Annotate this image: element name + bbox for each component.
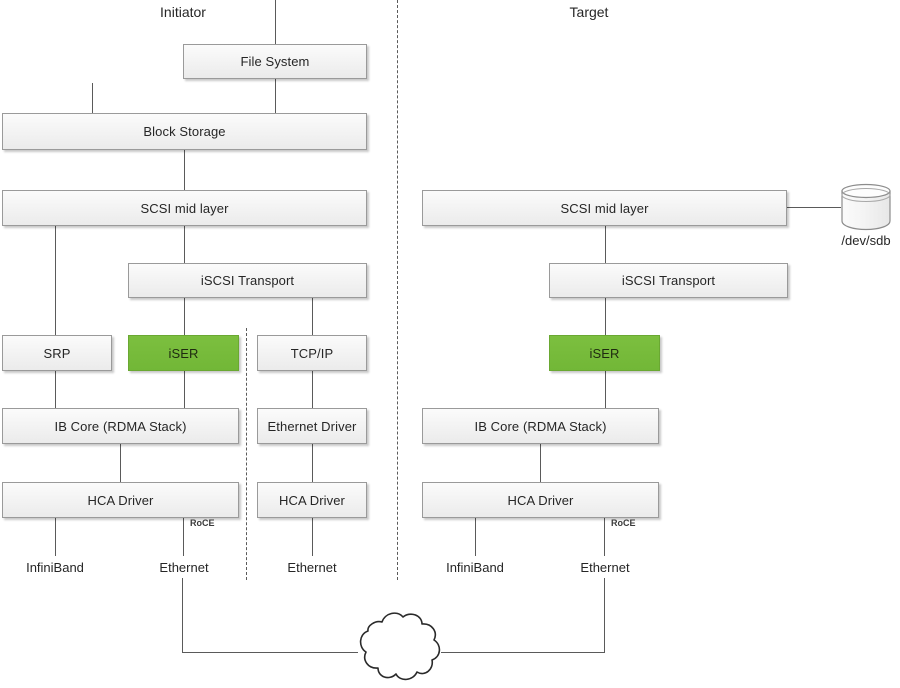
box-target-iscsi-transport[interactable]: iSCSI Transport: [549, 263, 788, 298]
box-ethernet-driver[interactable]: Ethernet Driver: [257, 408, 367, 444]
box-initiator-ib-core-label: IB Core (RDMA Stack): [54, 418, 187, 434]
box-initiator-hca-driver-ib[interactable]: HCA Driver: [2, 482, 239, 518]
box-srp-label: SRP: [43, 345, 71, 361]
connector-block-storage-to-scsi: [184, 150, 185, 190]
connector-iser-to-ib-core: [184, 371, 185, 408]
connector-cloud-to-ethernet-right: [441, 652, 605, 653]
box-initiator-hca-driver-eth[interactable]: HCA Driver: [257, 482, 367, 518]
box-target-scsi-mid-layer-label: SCSI mid layer: [560, 200, 649, 216]
connector-hca-driver-to-ethernet-roce: [183, 518, 184, 556]
rdma-tcp-divider: [246, 328, 247, 580]
connector-target-scsi-to-disk: [787, 207, 841, 208]
box-target-iser-label: iSER: [589, 345, 620, 361]
connector-target-ib-core-to-hca-driver: [540, 444, 541, 482]
box-initiator-ib-core[interactable]: IB Core (RDMA Stack): [2, 408, 239, 444]
box-target-ib-core-label: IB Core (RDMA Stack): [474, 418, 607, 434]
connector-iscsi-transport-to-iser: [184, 298, 185, 335]
connector-ethernet-driver-to-hca-driver: [312, 444, 313, 482]
disk-label: /dev/sdb: [841, 233, 891, 248]
endpoint-target-ethernet-roce: Ethernet: [580, 560, 630, 575]
endpoint-initiator-ethernet-roce: Ethernet: [159, 560, 209, 575]
endpoint-target-infiniband: InfiniBand: [446, 560, 504, 575]
box-initiator-hca-driver-eth-label: HCA Driver: [278, 492, 345, 508]
connector-target-scsi-to-iscsi-transport: [605, 226, 606, 263]
box-initiator-scsi-mid-layer-label: SCSI mid layer: [140, 200, 229, 216]
initiator-target-divider: [397, 0, 398, 580]
box-block-storage-label: Block Storage: [143, 124, 226, 139]
target-roce-annotation: RoCE: [611, 518, 636, 528]
disk-cylinder-icon: [841, 183, 891, 231]
endpoint-initiator-infiniband: InfiniBand: [26, 560, 84, 575]
connector-ethernet-down-left: [182, 578, 183, 653]
connector-tcpip-to-ethernet-driver: [312, 371, 313, 408]
box-initiator-scsi-mid-layer[interactable]: SCSI mid layer: [2, 190, 367, 226]
connector-hca-driver-to-infiniband: [55, 518, 56, 556]
box-file-system-label: File System: [240, 54, 310, 69]
connector-ethernet-down-right: [604, 578, 605, 653]
box-target-scsi-mid-layer[interactable]: SCSI mid layer: [422, 190, 787, 226]
connector-ethernet-to-cloud-left: [182, 652, 358, 653]
box-target-iscsi-transport-label: iSCSI Transport: [621, 273, 716, 288]
connector-target-iser-to-ib-core: [605, 371, 606, 408]
box-srp[interactable]: SRP: [2, 335, 112, 371]
connector-target-iscsi-transport-to-iser: [605, 298, 606, 335]
connector-top-to-file-system: [275, 0, 276, 44]
box-target-ib-core[interactable]: IB Core (RDMA Stack): [422, 408, 659, 444]
connector-scsi-to-iscsi-transport: [184, 226, 185, 263]
connector-file-system-to-block-storage: [275, 78, 276, 113]
connector-srp-to-ib-core: [55, 371, 56, 408]
initiator-roce-annotation: RoCE: [190, 518, 215, 528]
box-ethernet-driver-label: Ethernet Driver: [267, 418, 357, 434]
connector-target-hca-driver-to-ethernet: [604, 518, 605, 556]
box-target-hca-driver[interactable]: HCA Driver: [422, 482, 659, 518]
connector-target-hca-driver-to-infiniband: [475, 518, 476, 556]
endpoint-initiator-ethernet-tcp: Ethernet: [287, 560, 337, 575]
box-initiator-iscsi-transport[interactable]: iSCSI Transport: [128, 263, 367, 298]
connector-stub-to-block-storage: [92, 83, 93, 113]
box-file-system[interactable]: File System: [183, 44, 367, 79]
box-initiator-iscsi-transport-label: iSCSI Transport: [200, 273, 295, 288]
box-target-hca-driver-label: HCA Driver: [507, 492, 574, 508]
box-initiator-iser-label: iSER: [168, 345, 199, 361]
box-block-storage[interactable]: Block Storage: [2, 113, 367, 150]
box-initiator-iser[interactable]: iSER: [128, 335, 239, 371]
box-tcp-ip[interactable]: TCP/IP: [257, 335, 367, 371]
connector-hca-driver-to-ethernet-tcp: [312, 518, 313, 556]
connector-ib-core-to-hca-driver: [120, 444, 121, 482]
connector-scsi-to-srp: [55, 226, 56, 335]
initiator-title: Initiator: [160, 4, 206, 20]
box-initiator-hca-driver-ib-label: HCA Driver: [87, 492, 154, 508]
target-title: Target: [569, 4, 609, 20]
connector-iscsi-transport-to-tcpip: [312, 298, 313, 335]
box-target-iser[interactable]: iSER: [549, 335, 660, 371]
network-cloud-icon: [359, 612, 441, 681]
box-tcp-ip-label: TCP/IP: [290, 345, 334, 361]
